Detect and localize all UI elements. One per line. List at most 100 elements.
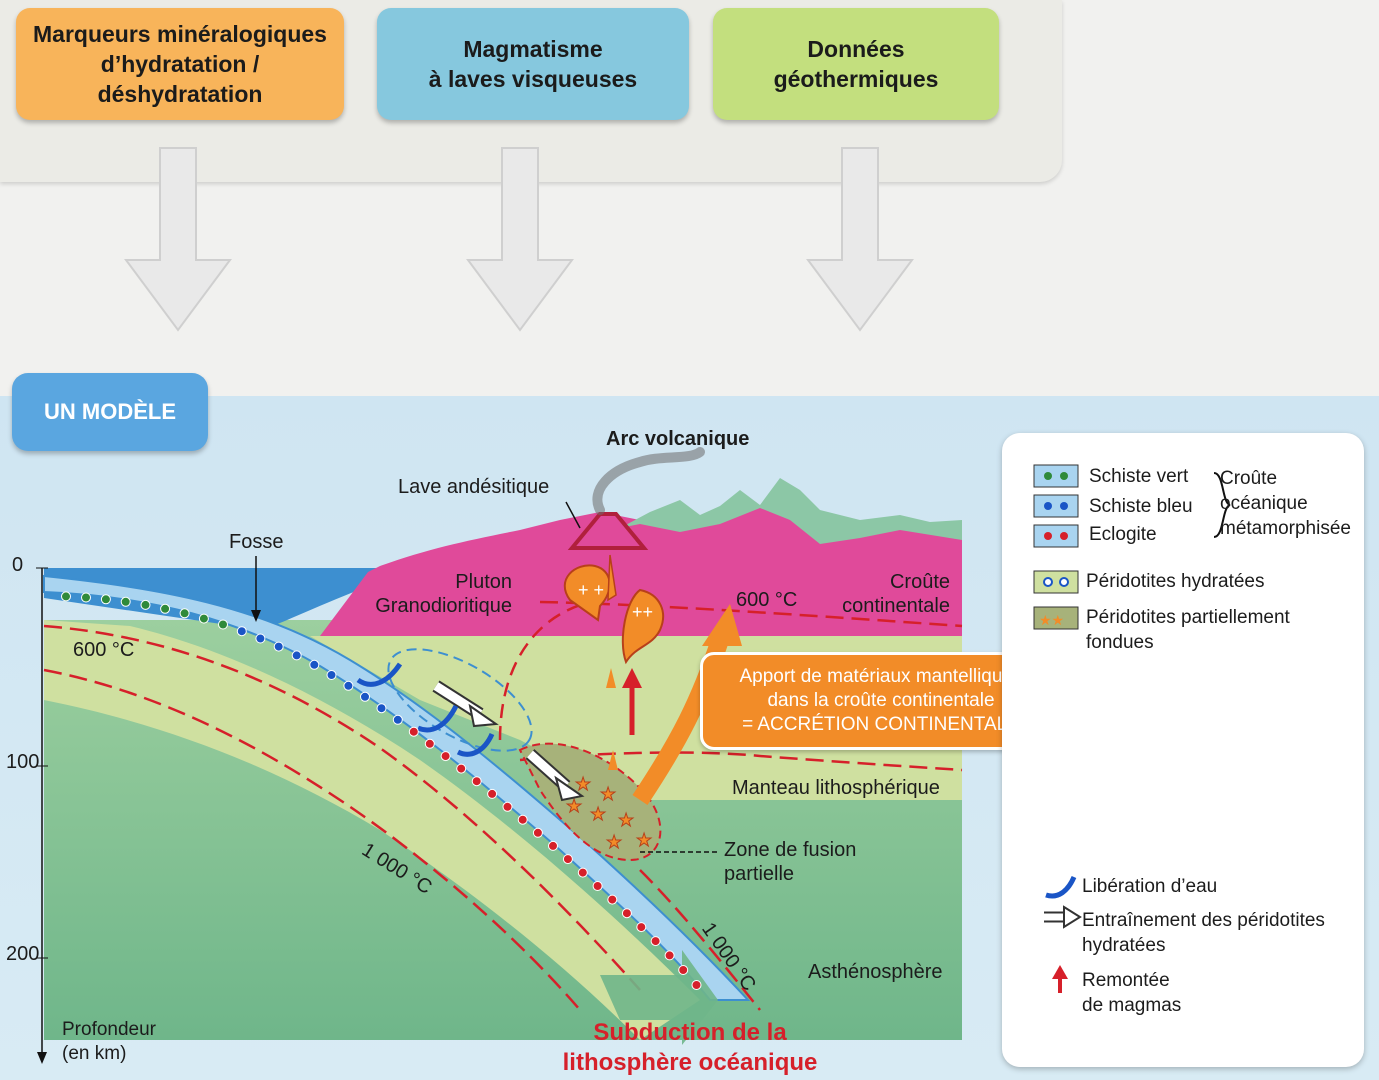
slab-marker-6 — [179, 608, 190, 619]
swatch-peridotites-fondues: ★★ — [1033, 606, 1079, 630]
partial-melting-stars: ★★ ★★ ★★ ★ — [566, 774, 653, 853]
legend-liberation-eau: Libération d’eau — [1082, 876, 1218, 897]
slab-marker-34 — [636, 922, 647, 933]
slab-marker-37 — [678, 965, 689, 975]
legend-peridotites-hydratees: Péridotites hydratées — [1086, 571, 1265, 592]
swatch-schiste-vert — [1033, 464, 1079, 488]
accretion-arrow-head — [702, 604, 742, 646]
slab-marker-5 — [160, 603, 171, 614]
slab-marker-14 — [326, 670, 337, 680]
slab-marker-18 — [392, 714, 403, 725]
depth-label-0: 0 — [12, 554, 24, 576]
water-release-arrow-1 — [356, 662, 403, 687]
legend-entrainement: Entraînement des péridotites hydratées — [1082, 910, 1325, 956]
slab-marker-2 — [100, 594, 111, 605]
legend-schiste-vert: Schiste vert — [1089, 466, 1189, 487]
volcanic-plume — [592, 447, 705, 515]
label-pluton: Pluton Granodioritique — [375, 571, 512, 617]
svg-text:+ +: + + — [578, 580, 604, 600]
magma-rise-arrow — [622, 668, 642, 735]
label-600-right: 600 °C — [736, 589, 798, 611]
magma-drop-2 — [608, 750, 618, 770]
label-arc-volcanique: Arc volcanique — [606, 428, 750, 450]
svg-text:★★: ★★ — [1039, 612, 1064, 628]
slab-marker-21 — [440, 751, 451, 762]
continental-crust — [320, 505, 962, 636]
slab-marker-23 — [471, 776, 482, 787]
slab-marker-20 — [424, 738, 435, 749]
entrainment-arrow-2 — [525, 749, 585, 802]
slab-marker-35 — [650, 936, 661, 947]
label-lave-andesitique: Lave andésitique — [398, 476, 550, 498]
slab-marker-8 — [218, 619, 228, 630]
slab-marker-29 — [562, 854, 573, 865]
slab-marker-27 — [532, 827, 543, 838]
pluton-2: ++ — [621, 588, 665, 665]
slab-marker-31 — [592, 881, 603, 891]
slab-marker-1 — [81, 592, 91, 603]
svg-text:★: ★ — [618, 810, 634, 830]
slab-marker-10 — [255, 633, 266, 644]
slab-marker-12 — [291, 650, 302, 661]
slab-marker-4 — [140, 599, 151, 610]
slab-marker-11 — [273, 641, 284, 652]
entrainment-arrow-1 — [432, 680, 499, 728]
water-release-arrow-3 — [456, 732, 495, 757]
slab-marker-26 — [517, 814, 528, 825]
isotherm-mantle — [519, 751, 963, 772]
label-subduction: Subduction de la lithosphère océanique — [562, 1019, 818, 1076]
volcano — [567, 512, 649, 550]
label-manteau-lithospherique: Manteau lithosphérique — [732, 777, 940, 799]
magma-conduit — [607, 554, 617, 602]
hydrated-peridotite-zone — [387, 648, 533, 752]
box-mineralogical-markers: Marqueurs minéralogiques d’hydratation /… — [16, 8, 344, 120]
label-600-left: 600 °C — [73, 639, 135, 661]
swatch-peridotites-hydratees — [1033, 570, 1079, 594]
isotherm-1000-slab — [43, 668, 581, 1011]
svg-text:★: ★ — [636, 830, 652, 850]
isotherm-600-slab — [43, 624, 641, 991]
svg-text:★: ★ — [606, 832, 622, 852]
slab-marker-38 — [691, 980, 702, 990]
slab-marker-9 — [236, 626, 247, 637]
depth-label-100: 100 — [6, 751, 40, 773]
legend-croute-oceanique: Croûte océanique métamorphisée — [1220, 468, 1351, 539]
legend-brace — [1213, 472, 1231, 538]
grey-arrow-left — [124, 147, 232, 332]
slab-marker-22 — [456, 763, 467, 774]
slab-marker-7 — [198, 613, 209, 624]
lave-leader — [565, 501, 581, 529]
slab-marker-3 — [120, 596, 131, 607]
legend-swatches: ★★ — [1033, 464, 1231, 993]
box-geothermal: Données géothermiques — [713, 8, 999, 120]
isotherm-1000-deep — [639, 869, 761, 1011]
grey-arrow-middle — [466, 147, 574, 332]
slab-marker-13 — [309, 659, 320, 670]
label-zone-fusion: Zone de fusion partielle — [724, 839, 857, 885]
oceanic-crust-slab — [43, 574, 751, 1001]
depth-axis-title: Profondeur (en km) — [62, 1019, 157, 1064]
legend-remontee: Remontée de magmas — [1082, 970, 1182, 1016]
label-asthenosphere: Asthénosphère — [808, 961, 943, 983]
slab-marker-36 — [664, 950, 675, 961]
grey-arrow-right — [806, 147, 914, 332]
svg-text:★: ★ — [575, 774, 591, 794]
accretion-callout: Apport de matériaux mantelliques dans la… — [700, 652, 1062, 750]
svg-text:++: ++ — [632, 602, 653, 622]
accretion-callout-text: Apport de matériaux mantelliques dans la… — [739, 666, 1023, 735]
slab-marker-33 — [621, 908, 632, 919]
magma-drop-1 — [606, 668, 616, 688]
svg-text:★: ★ — [566, 796, 582, 816]
slab-marker-30 — [577, 867, 588, 878]
model-tab-label: UN MODÈLE — [44, 399, 176, 424]
legend-eclogite: Eclogite — [1089, 524, 1157, 545]
legend-magma-rise-icon — [1052, 965, 1068, 993]
slab-marker-24 — [487, 788, 498, 799]
slab-marker-16 — [360, 691, 370, 702]
slab-marker-19 — [408, 726, 419, 737]
slab-marker-17 — [376, 703, 387, 714]
swatch-schiste-bleu — [1033, 494, 1079, 518]
model-tab: UN MODÈLE — [12, 373, 208, 451]
